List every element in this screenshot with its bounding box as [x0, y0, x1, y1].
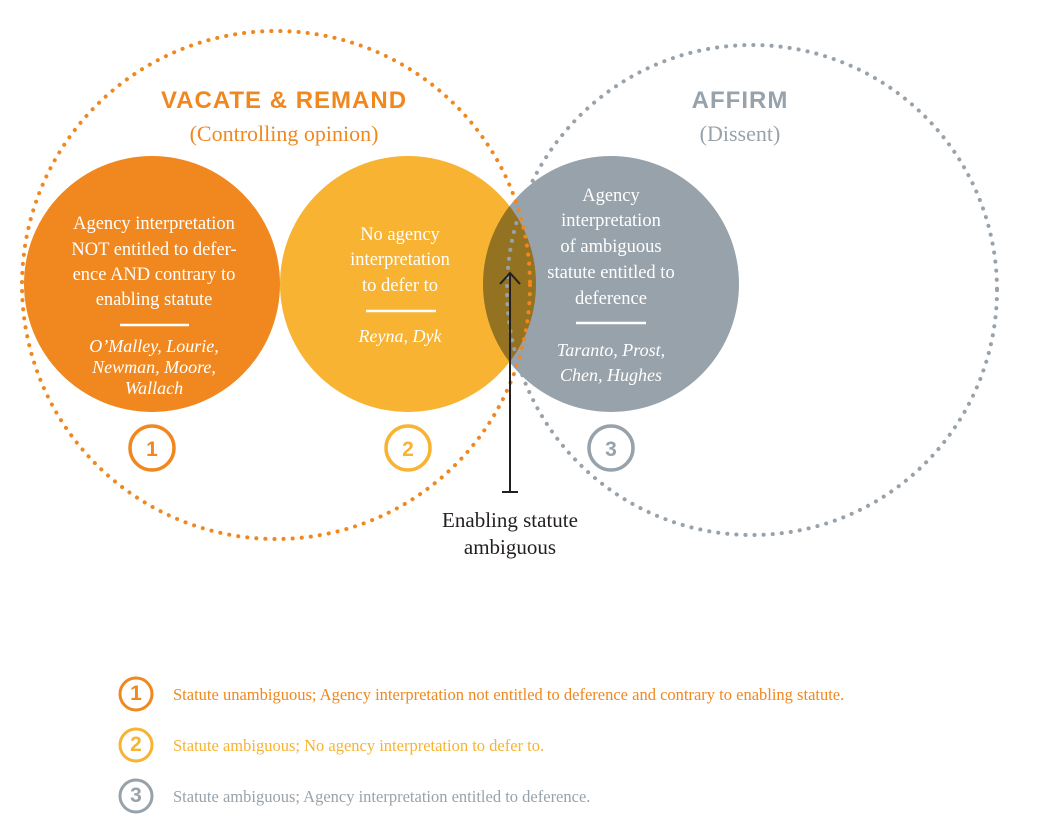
svg-text:ence AND contrary to: ence AND contrary to [73, 265, 236, 285]
svg-text:No agency: No agency [360, 225, 440, 245]
circle-2 [280, 156, 536, 412]
svg-text:Statute unambiguous; Agency in: Statute unambiguous; Agency interpretati… [173, 685, 844, 704]
svg-text:Agency interpretation: Agency interpretation [73, 214, 235, 234]
circle-1 [24, 156, 280, 412]
svg-text:Taranto, Prost,: Taranto, Prost, [557, 340, 665, 360]
svg-text:Agency: Agency [582, 186, 640, 206]
svg-text:to defer to: to defer to [362, 276, 438, 296]
svg-text:statute entitled to: statute entitled to [547, 263, 674, 283]
svg-text:enabling statute: enabling statute [96, 290, 213, 310]
number-badge-1: 1 [128, 424, 176, 472]
svg-text:3: 3 [605, 438, 617, 461]
vacate-remand-subtitle: (Controlling opinion) [190, 121, 379, 146]
svg-text:Statute ambiguous; Agency inte: Statute ambiguous; Agency interpretation… [173, 787, 590, 806]
svg-text:Newman, Moore,: Newman, Moore, [91, 357, 216, 377]
svg-text:3: 3 [130, 784, 142, 807]
legend-item-1: 1 Statute unambiguous; Agency interpreta… [118, 676, 844, 712]
svg-text:of ambiguous: of ambiguous [560, 237, 661, 257]
circle-1-text: Agency interpretation NOT entitled to de… [71, 214, 236, 398]
svg-text:interpretation: interpretation [350, 250, 450, 270]
up-arrow-icon [499, 271, 521, 493]
legend-item-3: 3 Statute ambiguous; Agency interpretati… [118, 778, 590, 814]
svg-text:O’Malley, Lourie,: O’Malley, Lourie, [89, 336, 218, 356]
affirm-title: AFFIRM [692, 87, 789, 114]
number-badge-3: 3 [587, 424, 635, 472]
number-badge-2: 2 [384, 424, 432, 472]
svg-text:2: 2 [130, 733, 142, 756]
affirm-boundary [505, 43, 999, 537]
circle-2-text: No agency interpretation to defer to Rey… [350, 225, 450, 346]
svg-text:Chen, Hughes: Chen, Hughes [560, 365, 662, 385]
arrow-label-line-1: Enabling statute [442, 508, 578, 532]
svg-text:Reyna, Dyk: Reyna, Dyk [358, 326, 443, 346]
vacate-remand-boundary [20, 29, 532, 541]
svg-text:1: 1 [146, 438, 158, 461]
svg-text:deference: deference [575, 289, 647, 309]
svg-text:1: 1 [130, 682, 142, 705]
svg-text:2: 2 [402, 438, 414, 461]
svg-text:NOT entitled to defer-: NOT entitled to defer- [71, 240, 236, 260]
circle-3 [483, 156, 739, 412]
affirm-subtitle: (Dissent) [700, 121, 781, 146]
svg-text:interpretation: interpretation [561, 211, 661, 231]
svg-text:Statute ambiguous; No agency i: Statute ambiguous; No agency interpretat… [173, 736, 544, 755]
arrow-label-line-2: ambiguous [464, 535, 556, 559]
vacate-remand-title: VACATE & REMAND [161, 87, 407, 114]
svg-text:Wallach: Wallach [125, 378, 183, 398]
circle-3-text: Agency interpretation of ambiguous statu… [547, 186, 674, 385]
legend: 1 Statute unambiguous; Agency interpreta… [118, 676, 844, 814]
legend-item-2: 2 Statute ambiguous; No agency interpret… [118, 727, 544, 763]
